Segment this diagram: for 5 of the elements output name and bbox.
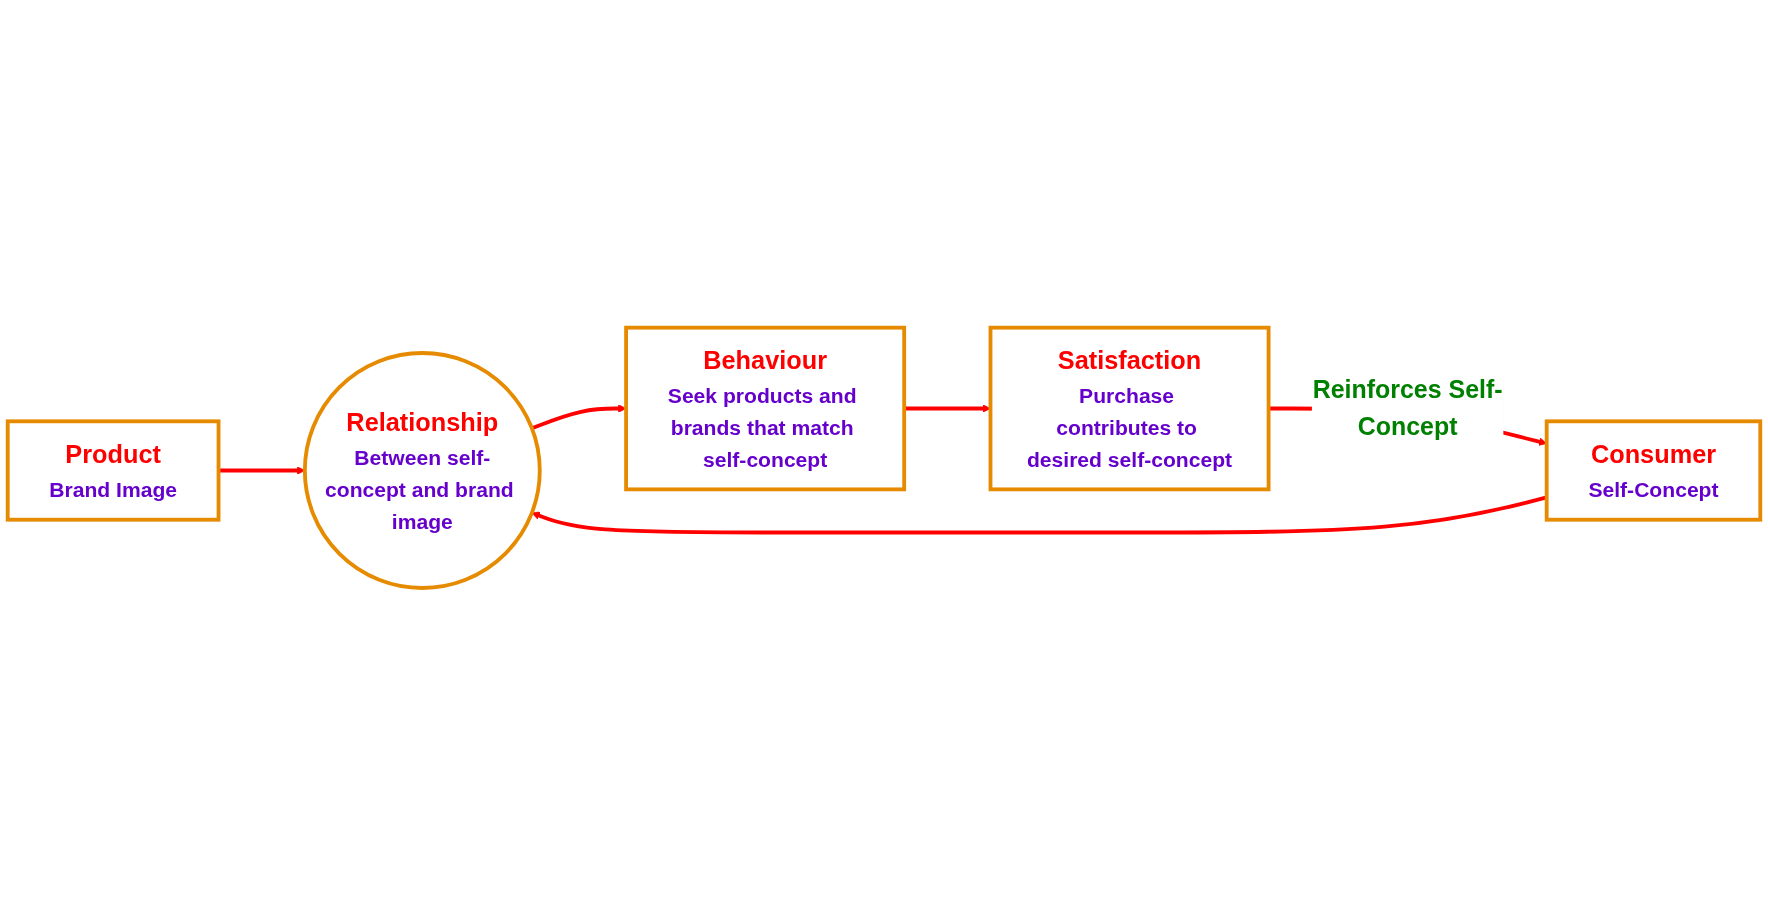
node-box bbox=[5, 419, 221, 522]
node-circle bbox=[302, 351, 542, 591]
node-box bbox=[624, 325, 907, 492]
node-box bbox=[988, 325, 1271, 492]
node-box bbox=[1544, 419, 1763, 522]
